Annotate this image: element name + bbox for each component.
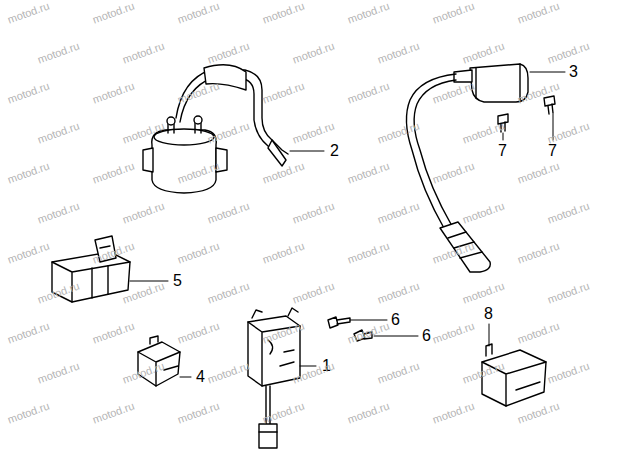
watermark-text: motod.ru <box>6 80 51 106</box>
watermark-text: motod.ru <box>346 80 391 106</box>
watermark-text: motod.ru <box>346 240 391 266</box>
watermark-text: motod.ru <box>346 320 391 346</box>
watermark-text: motod.ru <box>431 0 476 26</box>
watermark-text: motod.ru <box>176 400 221 426</box>
watermark-text: motod.ru <box>206 360 251 386</box>
watermark-text: motod.ru <box>36 360 81 386</box>
watermark-text: motod.ru <box>516 0 561 26</box>
callout-number: 6 <box>422 328 431 344</box>
watermark-text: motod.ru <box>206 280 251 306</box>
watermark-text: motod.ru <box>431 80 476 106</box>
callout-number: 4 <box>196 369 205 385</box>
watermark-text: motod.ru <box>291 200 336 226</box>
watermark-text: motod.ru <box>121 40 166 66</box>
watermark-text: motod.ru <box>176 240 221 266</box>
watermark-text: motod.ru <box>6 320 51 346</box>
watermark-text: motod.ru <box>206 120 251 146</box>
watermark-text: motod.ru <box>91 80 136 106</box>
watermark-text: motod.ru <box>346 400 391 426</box>
watermark-text: motod.ru <box>176 320 221 346</box>
watermark-text: motod.ru <box>346 0 391 26</box>
watermark-text: motod.ru <box>376 40 421 66</box>
watermark-text: motod.ru <box>91 160 136 186</box>
watermark-text: motod.ru <box>516 160 561 186</box>
watermark-text: motod.ru <box>206 200 251 226</box>
watermark-text: motod.ru <box>346 160 391 186</box>
watermark-text: motod.ru <box>91 400 136 426</box>
watermark-text: motod.ru <box>6 240 51 266</box>
watermark-text: motod.ru <box>291 280 336 306</box>
watermark-text: motod.ru <box>431 320 476 346</box>
watermark-text: motod.ru <box>546 40 591 66</box>
watermark-text: motod.ru <box>6 400 51 426</box>
watermark-text: motod.ru <box>376 360 421 386</box>
watermark-text: motod.ru <box>261 80 306 106</box>
callout-number: 5 <box>173 273 182 289</box>
watermark-text: motod.ru <box>461 120 506 146</box>
watermark-text: motod.ru <box>291 120 336 146</box>
watermark-text: motod.ru <box>36 200 81 226</box>
watermark-text: motod.ru <box>546 280 591 306</box>
callout-number: 2 <box>330 143 339 159</box>
watermark-text: motod.ru <box>546 360 591 386</box>
watermark-text: motod.ru <box>431 160 476 186</box>
watermark-text: motod.ru <box>376 280 421 306</box>
callout-number: 3 <box>569 64 578 80</box>
watermark-text: motod.ru <box>176 0 221 26</box>
watermark-text: motod.ru <box>6 160 51 186</box>
watermark-text: motod.ru <box>261 240 306 266</box>
watermark-text: motod.ru <box>261 400 306 426</box>
watermark-text: motod.ru <box>376 200 421 226</box>
watermark-text: motod.ru <box>516 320 561 346</box>
watermark-text: motod.ru <box>461 40 506 66</box>
watermark-text: motod.ru <box>516 400 561 426</box>
watermark-text: motod.ru <box>36 40 81 66</box>
callout-number: 8 <box>484 306 493 322</box>
watermark-text: motod.ru <box>206 40 251 66</box>
watermark-text: motod.ru <box>6 0 51 26</box>
watermark-text: motod.ru <box>91 0 136 26</box>
watermark-text: motod.ru <box>176 80 221 106</box>
watermark-text: motod.ru <box>546 200 591 226</box>
watermark-text: motod.ru <box>461 280 506 306</box>
watermark-text: motod.ru <box>431 400 476 426</box>
watermark-text: motod.ru <box>36 120 81 146</box>
leader-lines <box>130 72 565 377</box>
watermark-text: motod.ru <box>121 200 166 226</box>
watermark-text: motod.ru <box>261 0 306 26</box>
watermark-text: motod.ru <box>376 120 421 146</box>
watermark-text: motod.ru <box>291 40 336 66</box>
watermark-text: motod.ru <box>461 200 506 226</box>
watermark-text: motod.ru <box>91 320 136 346</box>
watermark-text: motod.ru <box>516 240 561 266</box>
callout-number: 6 <box>391 312 400 328</box>
callout-number: 7 <box>498 143 507 159</box>
ht-coil-part <box>406 64 528 272</box>
